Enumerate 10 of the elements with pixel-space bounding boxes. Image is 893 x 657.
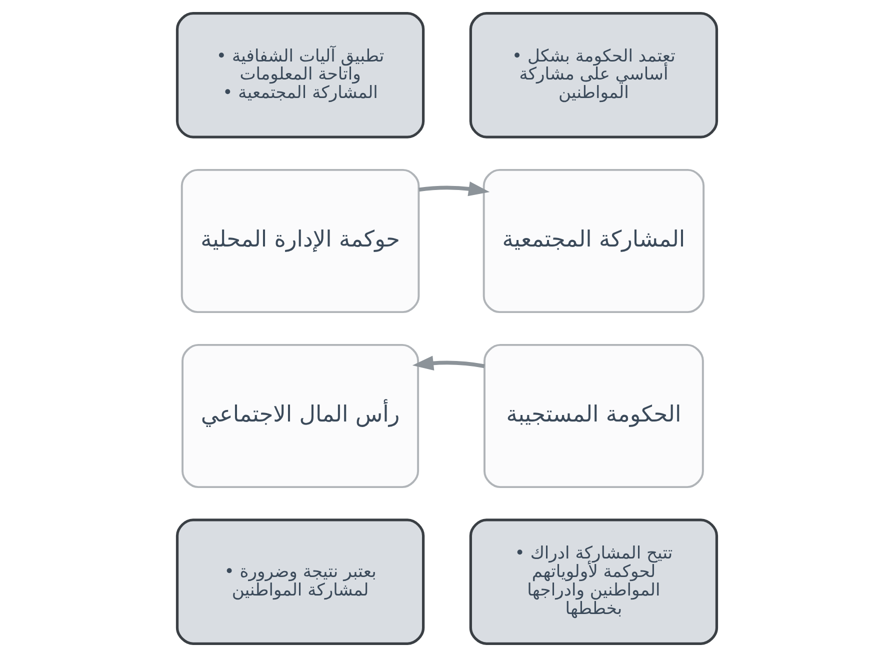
node-box: حوكمة الإدارة المحلية — [180, 168, 420, 314]
node-box: • تعتمد الحكومة بشكل أساسي على مشاركة المواطنين — [468, 12, 718, 138]
node-box: • تطبيق آليات الشفافية واتاحة المعلومات • المشاركة المجتمعية — [175, 12, 424, 138]
node-box: رأس المال الاجتماعي — [181, 344, 419, 488]
arrow — [418, 182, 490, 196]
arrow — [412, 356, 484, 370]
node-box: الحكومة المستجيبة — [483, 344, 704, 488]
node-box: المشاركة المجتمعية — [482, 168, 704, 314]
node-box: • بعتبر نتيجة وضرورة لمشاركة المواطنين — [175, 518, 424, 645]
node-box: • تتيح المشاركة ادراك لحوكمة لأولوياتهم المواطنين وادراجها بخططها — [468, 518, 718, 645]
